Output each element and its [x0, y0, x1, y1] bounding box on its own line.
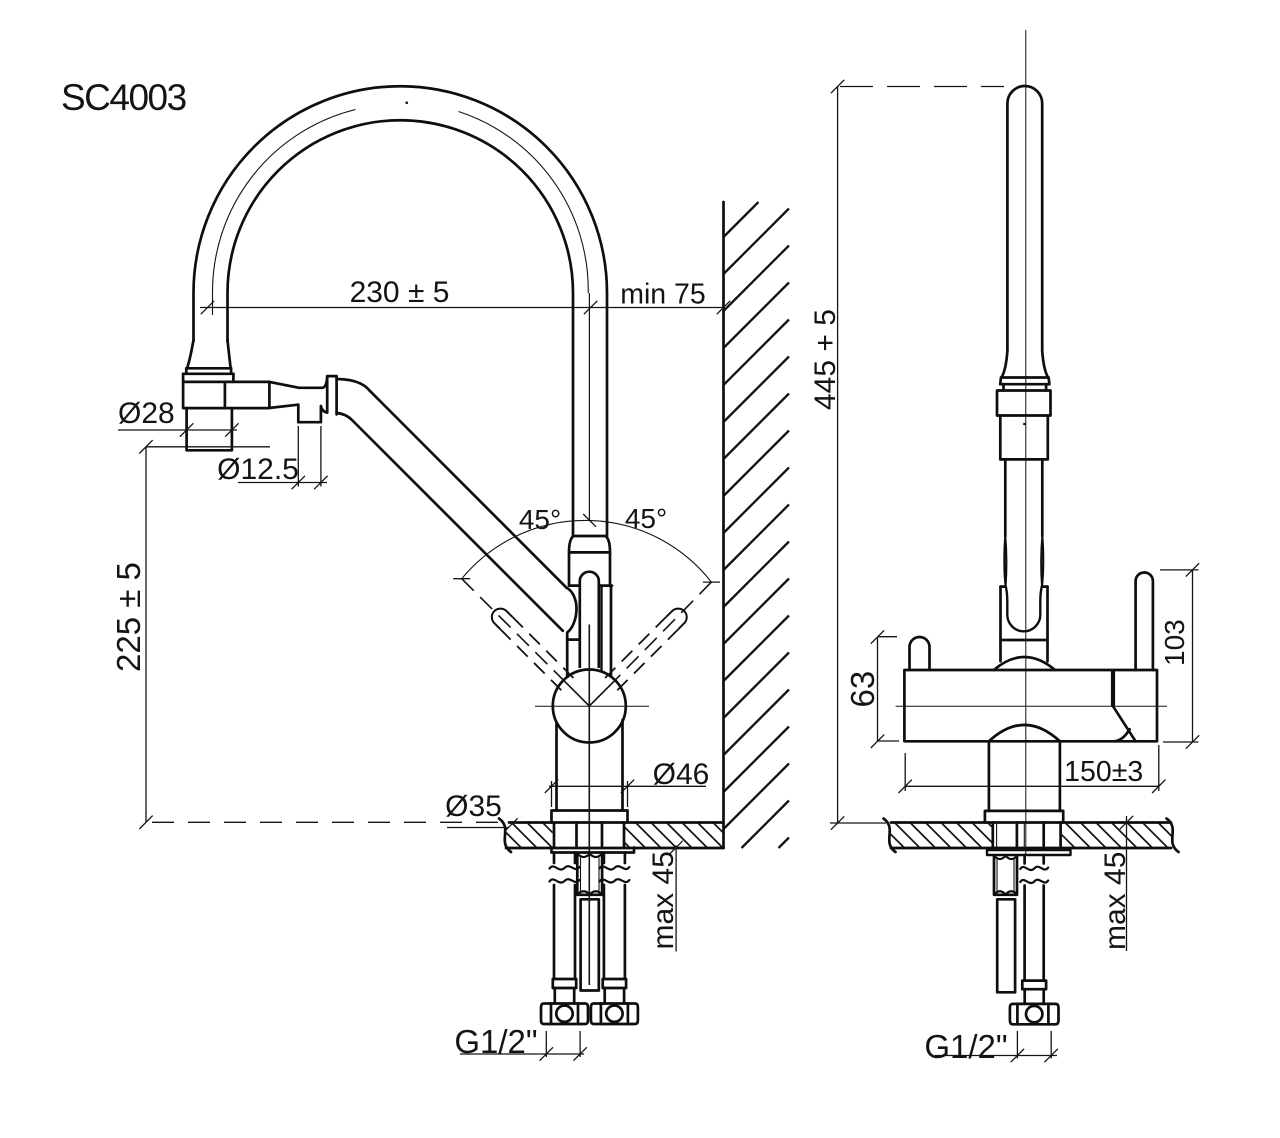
svg-text:45°: 45° — [625, 503, 667, 534]
svg-text:Ø28: Ø28 — [118, 397, 175, 430]
svg-text:445 + 5: 445 + 5 — [809, 309, 842, 410]
svg-text:max 45: max 45 — [1099, 852, 1132, 950]
svg-text:Ø46: Ø46 — [653, 758, 710, 791]
svg-text:G1/2": G1/2" — [924, 1028, 1007, 1065]
svg-text:min 75: min 75 — [620, 279, 706, 311]
svg-text:G1/2": G1/2" — [454, 1023, 537, 1060]
svg-text:SC4003: SC4003 — [61, 77, 186, 118]
svg-text:max 45: max 45 — [647, 851, 680, 949]
svg-text:45°: 45° — [519, 504, 561, 535]
svg-text:103: 103 — [1159, 619, 1190, 666]
svg-text:Ø35: Ø35 — [445, 790, 502, 823]
svg-text:Ø12.5: Ø12.5 — [217, 453, 299, 486]
svg-text:230 ± 5: 230 ± 5 — [350, 276, 450, 309]
svg-text:63: 63 — [844, 671, 881, 708]
svg-text:150±3: 150±3 — [1064, 756, 1143, 788]
svg-text:225 ± 5: 225 ± 5 — [110, 562, 147, 672]
